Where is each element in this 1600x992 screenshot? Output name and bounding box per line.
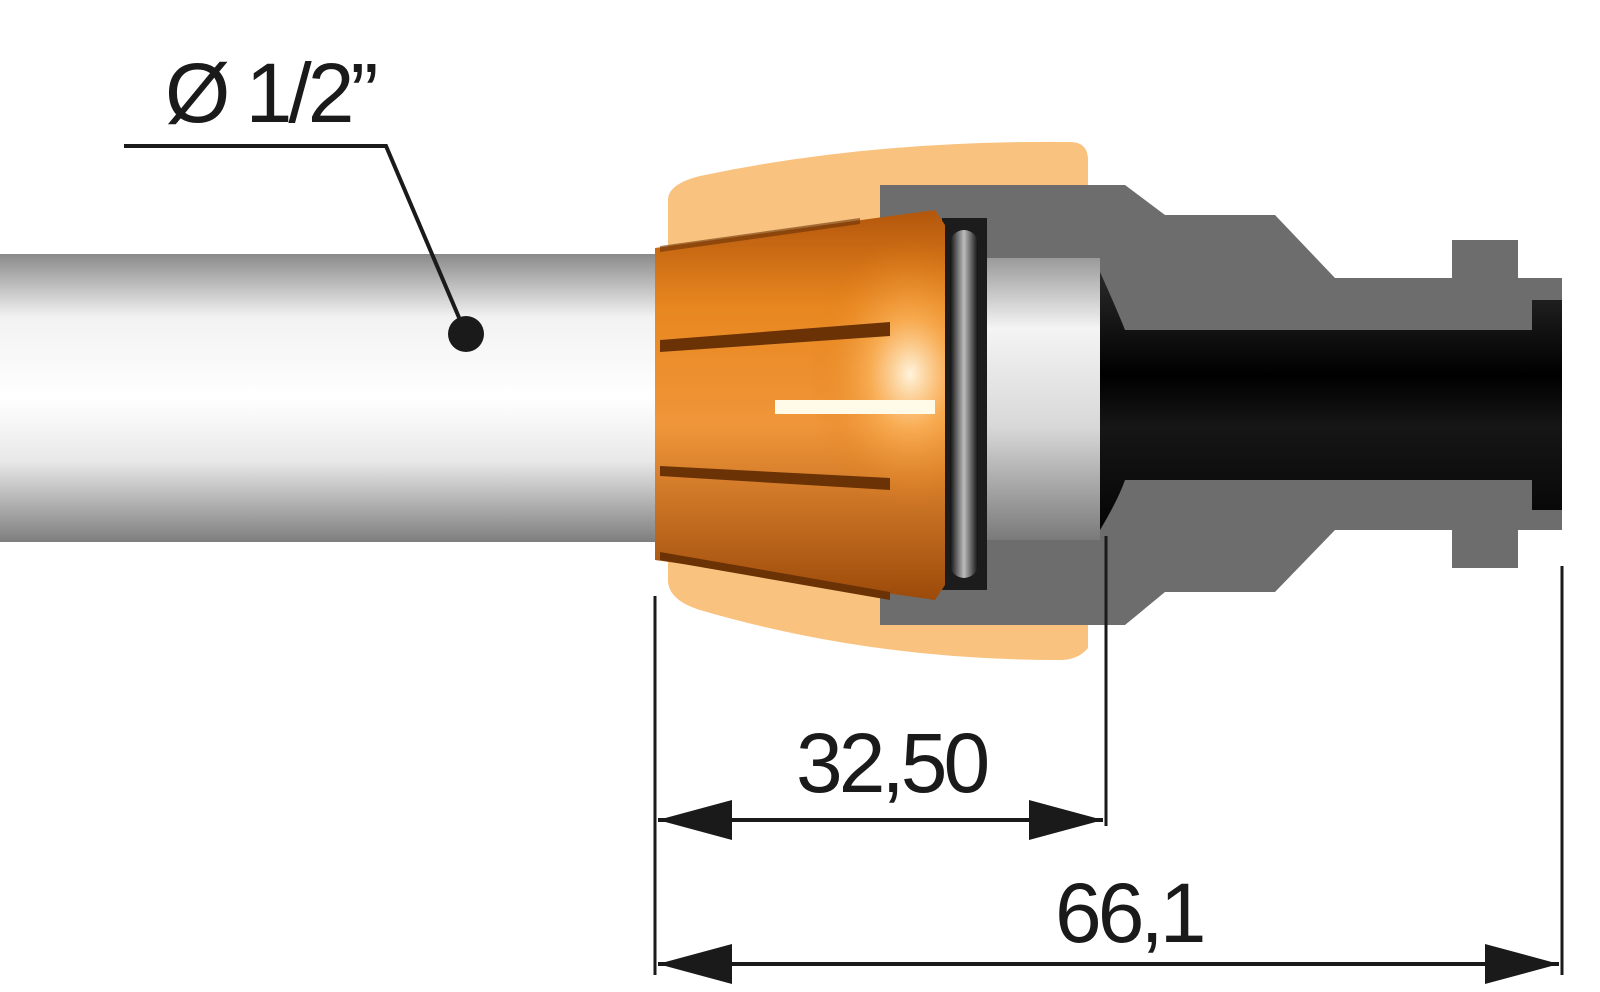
- collet-slot: [660, 466, 890, 490]
- bore: [1100, 272, 1562, 530]
- collet-highlight: [775, 400, 935, 414]
- collet-slot: [660, 322, 890, 352]
- o-ring: [950, 230, 978, 578]
- pipe-insert: [985, 258, 1100, 540]
- arrow-inner-right: [1029, 800, 1103, 840]
- arrow-overall-left: [658, 944, 732, 984]
- pipe: [0, 254, 660, 542]
- collet-slot: [660, 218, 860, 252]
- leader-dot: [448, 316, 484, 352]
- diameter-label: Ø 1/2”: [165, 46, 375, 140]
- diameter-leader: [124, 144, 468, 335]
- arrow-inner-left: [658, 800, 732, 840]
- dimension-inner-label: 32,50: [796, 716, 987, 810]
- arrow-overall-right: [1485, 944, 1559, 984]
- dimension-overall-label: 66,1: [1055, 866, 1203, 960]
- collet-slot: [660, 552, 890, 600]
